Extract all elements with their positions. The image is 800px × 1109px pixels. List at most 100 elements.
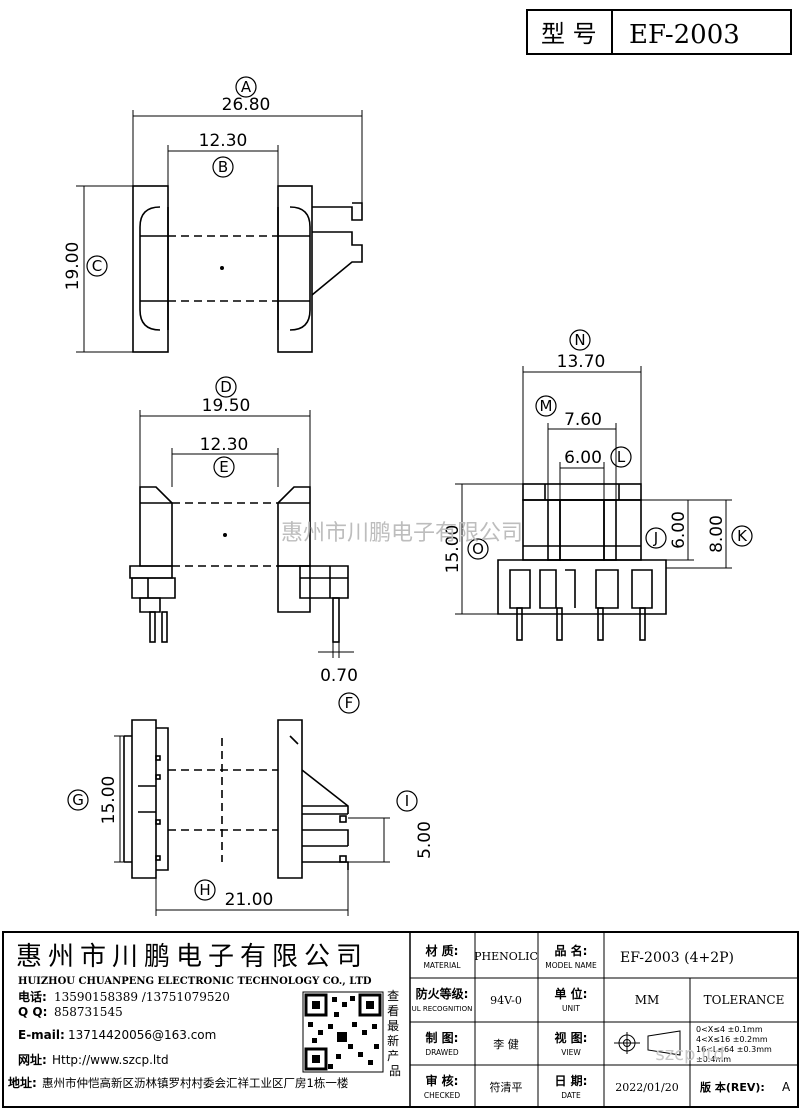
tolerance-row-1: 0<X≤4 ±0.1mm [696,1025,763,1034]
date-label-en: DATE [561,1091,581,1100]
type-label: 型 号 [541,20,597,48]
email-value: 13714420056@163.com [68,1028,216,1042]
dimension-g: G 15.00 [67,776,119,825]
dimension-e: 12.30 E [200,435,249,478]
email-label: E-mail: [18,1028,65,1042]
dim-k-value: 8.00 [707,515,727,553]
dim-g-value: 15.00 [99,776,119,825]
material-value: PHENOLIC [474,950,538,963]
ul-label: 防火等级: [416,986,469,1001]
dimension-n: N 13.70 [557,329,606,372]
dim-n-value: 13.70 [557,352,606,372]
dim-e-value: 12.30 [200,435,249,455]
dim-k-letter: K [737,527,748,545]
dim-c-value: 19.00 [63,242,83,291]
dim-b-value: 12.30 [199,131,248,151]
qq-label: Q Q: [18,1005,47,1019]
unit-value: MM [635,993,660,1007]
dimension-h: H 21.00 [194,879,274,910]
dim-e-letter: E [219,458,228,476]
drawn-value: 李 健 [493,1037,519,1051]
qr-code [302,991,384,1073]
part-name-value: EF-2003 (4+2P) [620,950,734,966]
dim-g-letter: G [72,791,84,809]
dim-j-value: 6.00 [669,511,689,549]
dim-m-value: 7.60 [564,410,602,430]
checked-label-en: CHECKED [424,1091,461,1100]
dim-o-value: 15.00 [443,525,463,574]
drawn-label-en: DRAWED [425,1048,459,1057]
dimension-c: C 19.00 [63,242,108,291]
view-label-en: VIEW [561,1048,581,1057]
web-label: 网址: [18,1052,47,1067]
dim-c-letter: C [92,257,102,275]
bottom-view [114,719,390,916]
checked-value: 符清平 [490,1081,523,1094]
drawn-label: 制 图: [426,1030,459,1045]
dimension-a: A 26.80 [222,76,271,115]
checked-label: 审 核: [426,1073,459,1088]
date-value: 2022/01/20 [615,1081,678,1094]
dimension-m: M 7.60 [535,395,602,430]
material-label: 材 质: [425,943,459,958]
unit-label: 单 位: [555,986,588,1001]
title-block: 惠州市川鹏电子有限公司 HUIZHOU CHUANPENG ELECTRONIC… [2,931,799,1108]
tolerance-row-4: ±0.4mm [696,1055,731,1064]
revision-value: A [782,1080,791,1094]
site-watermark: szcp.ltd [655,1044,724,1065]
address-value: 惠州市仲恺高新区沥林镇罗村村委会汇祥工业区厂房1栋一楼 [42,1076,349,1090]
dimension-d: D 19.50 [202,376,250,416]
phone-value: 13590158389 /13751079520 [54,990,230,1004]
qq-value: 858731545 [54,1005,123,1019]
dimension-o: 15.00 O [443,525,489,574]
company-name-en: HUIZHOU CHUANPENG ELECTRONIC TECHNOLOGY … [18,976,372,987]
front-view [129,410,354,658]
unit-label-en: UNIT [562,1004,580,1013]
tolerance-row-3: 16<L≤64 ±0.3mm [696,1045,772,1054]
company-watermark: 惠州市川鹏电子有限公司 [281,521,523,546]
tolerance-label: TOLERANCE [704,993,785,1007]
dim-m-letter: M [540,397,553,415]
part-name-label: 品 名: [555,943,588,958]
dim-b-letter: B [218,158,228,176]
material-label-en: MATERIAL [423,961,461,970]
dim-f-value: 0.70 [320,666,358,686]
dim-n-letter: N [574,331,585,349]
dimension-l: 6.00 L [564,446,632,468]
dimension-i: I 5.00 [396,790,435,859]
ul-label-en: UL RECOGNITION [412,1005,473,1013]
projection-symbol-icon [614,1030,681,1056]
dim-a-value: 26.80 [222,95,271,115]
dimension-j: J 6.00 [645,511,689,549]
dimension-k: 8.00 K [707,515,753,553]
dim-d-letter: D [220,378,232,396]
address-label: 地址: [8,1075,37,1090]
tolerance-row-2: 4<X≤16 ±0.2mm [696,1035,768,1044]
view-label: 视 图: [555,1030,588,1045]
dim-l-value: 6.00 [564,448,602,468]
dimension-b: 12.30 B [199,131,248,178]
header-box: 型 号 EF-2003 [526,9,792,55]
part-name-label-en: MODEL NAME [545,961,597,970]
dim-i-value: 5.00 [415,821,435,859]
model-number: EF-2003 [629,20,740,50]
web-value: Http://www.szcp.ltd [52,1053,169,1067]
revision-label: 版 本(REV): [700,1080,765,1094]
company-name-cn: 惠州市川鹏电子有限公司 [16,942,368,972]
dim-o-letter: O [472,540,484,558]
dim-j-letter: J [653,529,658,547]
dim-f-letter: F [345,694,354,712]
top-view [76,110,363,353]
dim-l-letter: L [617,448,626,466]
side-view [455,366,732,641]
dim-h-value: 21.00 [225,890,274,910]
phone-label: 电话: [18,989,47,1004]
dim-a-letter: A [241,78,252,96]
ul-value: 94V-0 [490,994,522,1007]
dim-i-letter: I [405,792,409,810]
qr-caption: 查 看 最 新 产 品 [387,989,403,1078]
date-label: 日 期: [555,1073,588,1088]
dim-h-letter: H [199,881,210,899]
dimension-f: 0.70 F [320,666,360,714]
